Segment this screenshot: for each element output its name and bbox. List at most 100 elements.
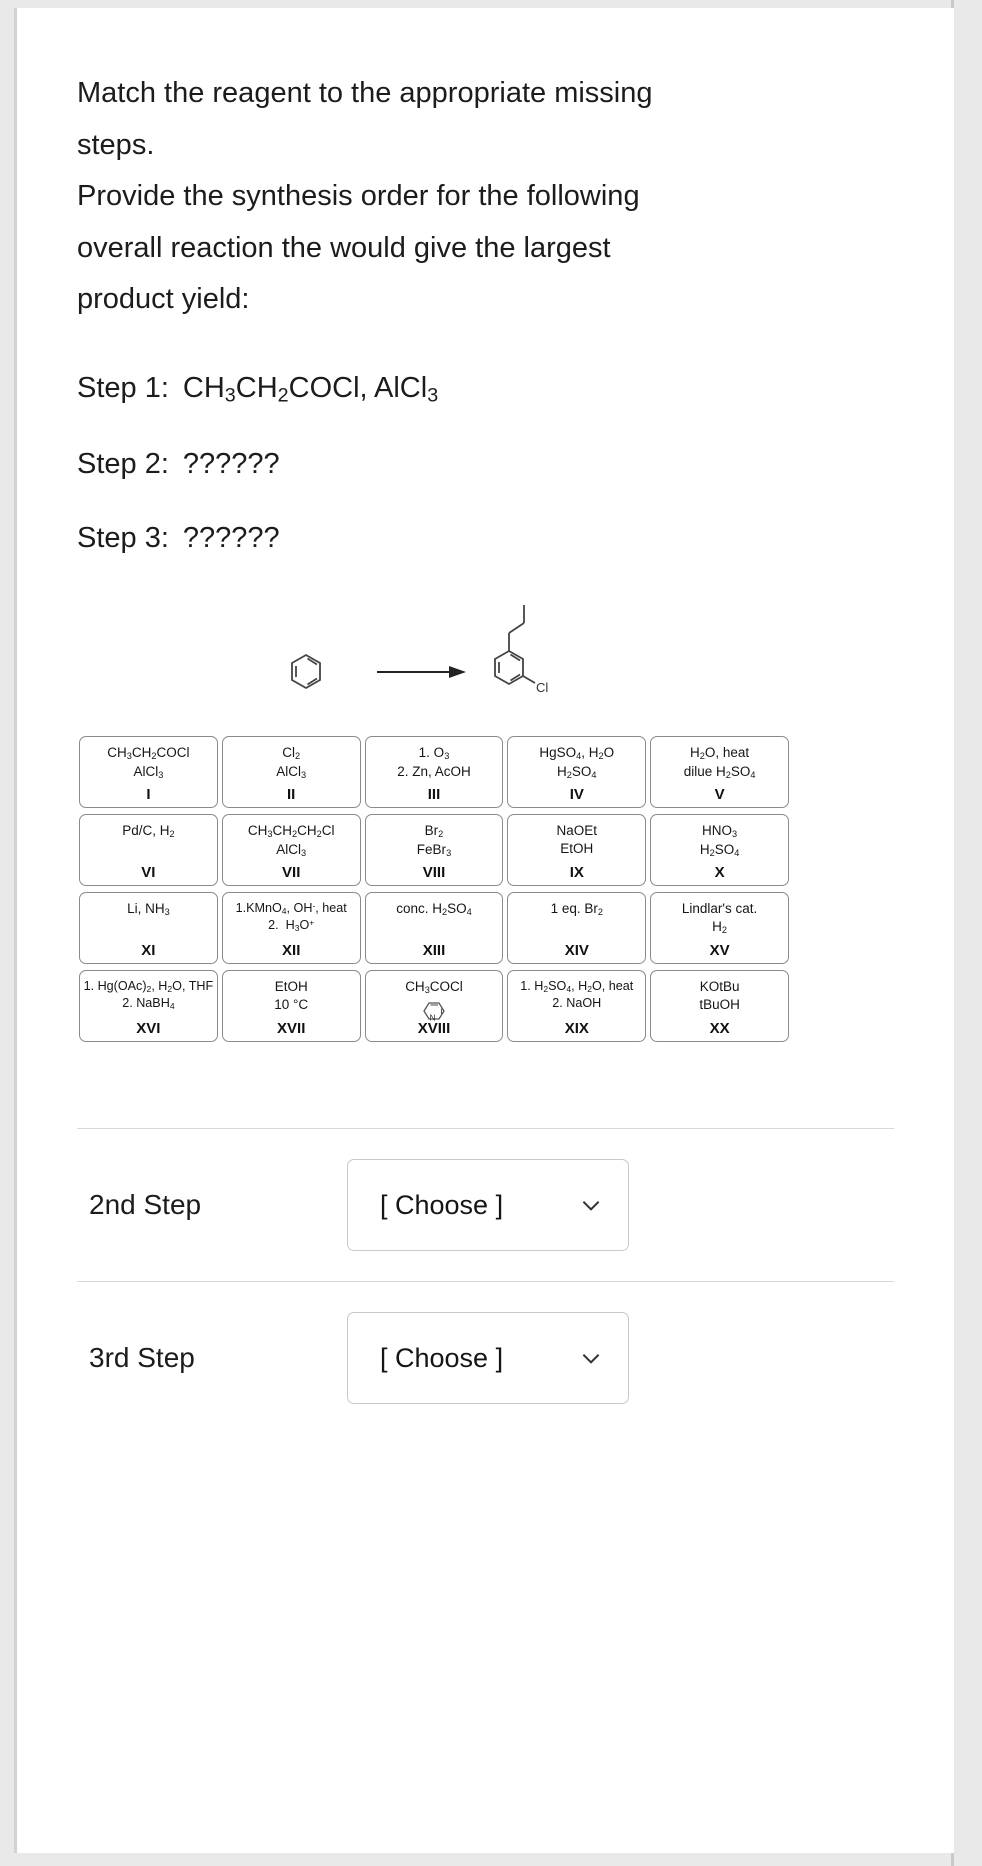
- reagent-XIII-body: conc. H2SO4: [396, 901, 472, 918]
- reagent-XIV-body: 1 eq. Br2: [550, 901, 603, 918]
- pyridine-ring-icon: N: [423, 1002, 445, 1023]
- reagent-XV-body: Lindlar's cat.H2: [681, 901, 758, 935]
- step-3-label: Step 3:: [77, 522, 169, 555]
- reagent-XI-numeral: XI: [141, 942, 156, 960]
- step-3: Step 3:??????: [77, 522, 954, 555]
- answer-row-2nd-step: 2nd Step [ Choose ]: [77, 1129, 894, 1281]
- reaction-arrow-icon: [377, 666, 466, 679]
- choose-dropdown-2nd-step[interactable]: [ Choose ]: [347, 1159, 629, 1252]
- choose-dropdown-3rd-step[interactable]: [ Choose ]: [347, 1312, 629, 1405]
- step-1: Step 1: CH3CH2COCl, AlCl3: [77, 372, 954, 407]
- prompt-line-5: product yield:: [77, 283, 250, 316]
- reagent-XIII-numeral: XIII: [422, 942, 446, 960]
- reagent-box-XIII[interactable]: conc. H2SO4 XIII: [364, 892, 504, 965]
- reagent-box-XIV[interactable]: 1 eq. Br2 XIV: [507, 892, 647, 965]
- reagent-I-numeral: I: [146, 786, 151, 804]
- choose-value-2nd-step: [ Choose ]: [380, 1189, 504, 1220]
- step-list: Step 1: CH3CH2COCl, AlCl3 Step 2:?????? S…: [77, 372, 954, 555]
- reagent-box-XI[interactable]: Li, NH3 XI: [79, 892, 218, 965]
- answer-section: 2nd Step [ Choose ] 3rd Step [ Choose ]: [77, 1128, 894, 1434]
- reagent-XII-numeral: XII: [282, 942, 301, 960]
- reagent-XV-numeral: XV: [709, 942, 730, 960]
- reagent-IV-numeral: IV: [569, 786, 584, 804]
- reagent-box-VI[interactable]: Pd/C, H2 VI: [79, 814, 218, 887]
- reaction-scheme-svg: Cl: [291, 605, 548, 695]
- step-2-label: Step 2:: [77, 448, 169, 481]
- benzene-reactant-structure: [291, 654, 321, 690]
- reagent-XVI-numeral: XVI: [136, 1020, 161, 1038]
- answer-divider-top: [77, 1128, 894, 1130]
- prompt-line-2: steps.: [77, 128, 155, 161]
- product-structure: [494, 605, 536, 686]
- reagent-V-numeral: V: [714, 786, 725, 804]
- reagent-VII-numeral: VII: [282, 864, 301, 882]
- prompt-line-3: Provide the synthesis order for the foll…: [77, 180, 640, 213]
- answer-label-3rd-step: 3rd Step: [89, 1342, 195, 1374]
- chevron-down-icon: [582, 1354, 600, 1365]
- reagent-XVII-numeral: XVII: [277, 1020, 306, 1038]
- chevron-down-icon: [582, 1201, 600, 1212]
- reagent-XX-numeral: XX: [709, 1020, 730, 1038]
- answer-divider-middle: [77, 1281, 894, 1283]
- reagent-XVIII-body: CH3COCl: [405, 979, 463, 996]
- choose-value-3rd-step: [ Choose ]: [380, 1342, 504, 1373]
- prompt-line-1: Match the reagent to the appropriate mis…: [77, 77, 653, 109]
- reagent-box-XVIII[interactable]: CH3COCl N XVIII: [364, 970, 504, 1043]
- question-card: Match the reagent to the appropriate mis…: [14, 8, 954, 1853]
- reagent-II-numeral: II: [287, 786, 296, 804]
- reagent-XVIII-numeral: XVIII: [417, 1020, 451, 1038]
- reagent-XIX-numeral: XIX: [564, 1020, 589, 1038]
- answer-label-2nd-step: 2nd Step: [89, 1189, 202, 1221]
- step-1-value: CH3CH2COCl, AlCl3: [182, 372, 439, 407]
- product-cl-label: Cl: [536, 680, 548, 695]
- question-content: Match the reagent to the appropriate mis…: [17, 8, 954, 1434]
- reagent-box-XV[interactable]: Lindlar's cat.H2 XV: [650, 892, 789, 965]
- step-1-label: Step 1:: [77, 372, 169, 405]
- reagent-VI-body: Pd/C, H2: [122, 823, 175, 840]
- reagent-VIII-numeral: VIII: [422, 864, 446, 882]
- step-2-value: ??????: [182, 448, 280, 481]
- svg-text:N: N: [429, 1013, 435, 1023]
- reagent-XI-body: Li, NH3: [127, 901, 170, 918]
- reagent-III-numeral: III: [427, 786, 441, 804]
- reagent-VI-numeral: VI: [141, 864, 156, 882]
- step-2: Step 2:??????: [77, 448, 954, 481]
- question-prompt: Match the reagent to the appropriate mis…: [77, 68, 757, 326]
- reaction-scheme: Cl: [17, 596, 954, 726]
- step-3-value: ??????: [182, 522, 280, 555]
- reagent-X-numeral: X: [714, 864, 725, 882]
- reagent-IX-numeral: IX: [569, 864, 584, 882]
- reagent-XIV-numeral: XIV: [564, 942, 589, 960]
- answer-row-3rd-step: 3rd Step [ Choose ]: [77, 1282, 894, 1434]
- prompt-line-4: overall reaction the would give the larg…: [77, 231, 611, 264]
